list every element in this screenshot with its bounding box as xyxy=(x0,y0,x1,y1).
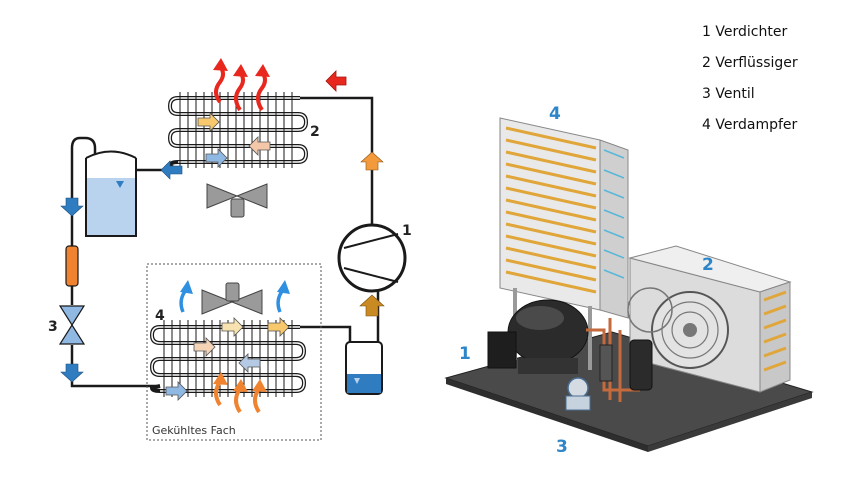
compressor-inlet-arrow xyxy=(359,294,385,317)
cooled-compartment-label: Gekühltes Fach xyxy=(152,424,236,437)
warm-air-arrow-tip xyxy=(252,379,267,392)
pipe-compressor-to-condenser xyxy=(300,96,374,230)
condenser-flow-arrow-cool xyxy=(248,136,271,156)
evaporator-fan xyxy=(201,282,263,315)
illustration-evaporator-number: 4 xyxy=(549,104,561,124)
cold-air-arrow-tip xyxy=(277,280,290,294)
legend-item-compressor: 1 Verdichter xyxy=(702,22,798,53)
cold-air-arrow-tip xyxy=(180,280,193,294)
valve-number-label: 3 xyxy=(48,319,58,335)
condenser-number-label: 2 xyxy=(310,124,320,140)
hot-gas-direction-arrow xyxy=(325,70,347,92)
hot-air-arrow xyxy=(214,64,225,104)
legend-label: Verflüssiger xyxy=(715,55,798,71)
evaporator-number-label: 4 xyxy=(155,308,165,324)
cold-air-arrow xyxy=(179,288,188,313)
legend-label: Verdichter xyxy=(715,24,788,40)
liquid-flow-arrow xyxy=(160,160,183,180)
hot-air-arrow-tip xyxy=(255,64,270,77)
illustration-valve-number: 3 xyxy=(556,437,568,457)
compressor-unit xyxy=(487,299,589,374)
legend-number: 4 xyxy=(702,117,711,133)
hot-air-arrow xyxy=(234,70,245,112)
hot-air-arrow-tip xyxy=(213,58,228,71)
liquid-flow-arrow xyxy=(60,197,84,217)
refrigeration-unit-illustration: 4 2 1 3 xyxy=(444,104,814,457)
warm-air-arrow xyxy=(253,387,261,414)
warm-air-arrow-tip xyxy=(213,372,228,385)
compressor-symbol xyxy=(337,223,407,293)
suction-accumulator xyxy=(345,341,383,395)
evaporator-flow-arrow xyxy=(267,317,290,337)
evaporator-flow-arrow xyxy=(165,381,188,401)
expansion-valve xyxy=(58,305,86,345)
valve-unit xyxy=(565,377,591,411)
hot-air-arrow-tip xyxy=(233,64,248,77)
component-legend: 1 Verdichter 2 Verflüssiger 3 Ventil 4 V… xyxy=(702,22,798,146)
cold-air-arrow xyxy=(276,288,285,313)
legend-number: 2 xyxy=(702,55,711,71)
warm-air-arrow xyxy=(214,380,222,407)
illustration-condenser-number: 2 xyxy=(702,255,714,275)
hot-air-arrow xyxy=(256,70,267,112)
legend-number: 1 xyxy=(702,24,711,40)
evaporator-unit xyxy=(499,117,629,370)
condenser-flow-arrow-warm xyxy=(197,112,220,132)
legend-number: 3 xyxy=(702,86,711,102)
condenser-fan-grille-rear xyxy=(627,287,673,333)
legend-item-evaporator: 4 Verdampfer xyxy=(702,115,798,146)
compressor-outlet-arrow xyxy=(360,151,384,171)
condenser-unit xyxy=(627,245,792,393)
compressor-number-label: 1 xyxy=(402,223,412,239)
evaporator-flow-arrow xyxy=(221,317,244,337)
circuit-schematic: 1 2 3 4 Gekühltes Fach xyxy=(48,58,412,441)
legend-item-valve: 3 Ventil xyxy=(702,84,798,115)
warm-air-arrow-tip xyxy=(233,379,248,392)
warm-air-arrow xyxy=(234,387,242,414)
receiver-tank xyxy=(85,150,137,237)
condenser-fan xyxy=(206,183,268,218)
evaporator-flow-arrow xyxy=(193,337,216,357)
pipe-receiver-to-valve xyxy=(70,136,97,305)
legend-label: Ventil xyxy=(715,86,755,102)
evaporator-flow-arrow xyxy=(238,353,261,373)
filter-drier xyxy=(65,245,79,287)
legend-item-condenser: 2 Verflüssiger xyxy=(702,53,798,84)
condenser-flow-arrow-liquid xyxy=(205,148,228,168)
cooled-compartment-frame xyxy=(146,263,322,441)
liquid-flow-arrow xyxy=(60,363,84,383)
pipe-valve-to-evaporator xyxy=(70,345,160,388)
legend-label: Verdampfer xyxy=(715,117,798,133)
evaporator-coil xyxy=(149,320,307,397)
illustration-compressor-number: 1 xyxy=(459,344,471,364)
